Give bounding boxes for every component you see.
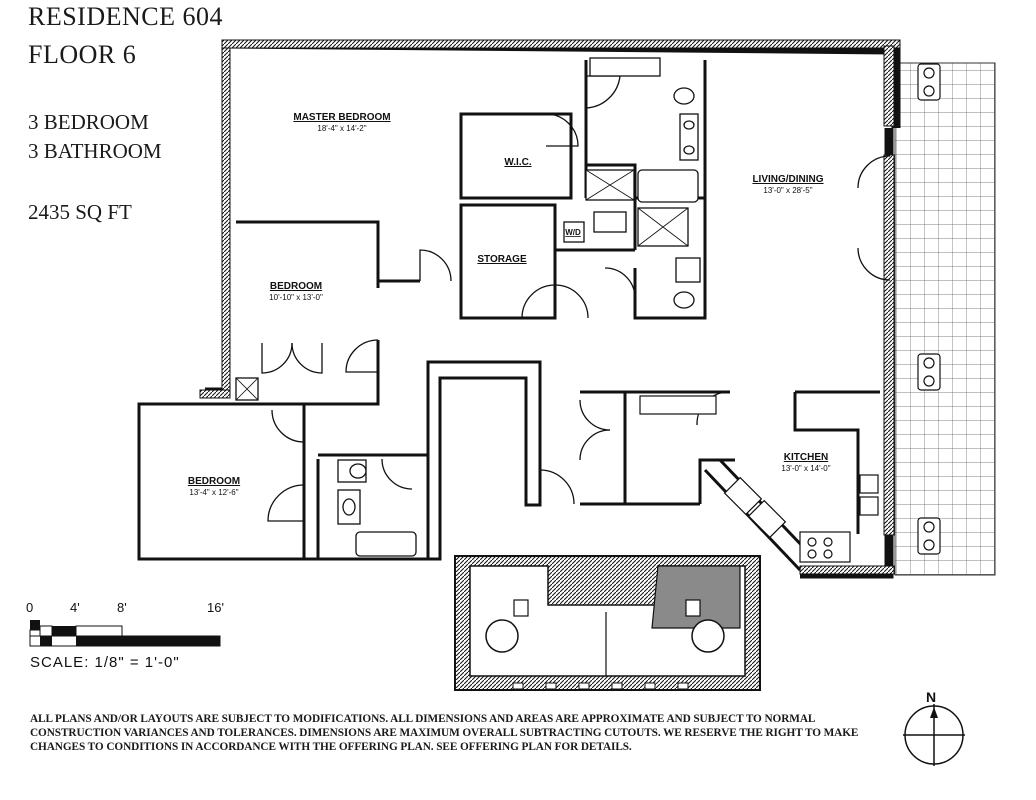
scale-tick-8: 8' — [117, 600, 127, 615]
door-swings — [261, 75, 891, 522]
bedroom-count: 3 BEDROOM — [28, 110, 149, 134]
bedroom-3-walls — [137, 402, 320, 561]
east-terrace — [894, 62, 996, 576]
wic-label: W.I.C. — [504, 157, 531, 168]
kitchen-label: KITCHEN — [784, 452, 828, 463]
north-compass — [903, 704, 965, 766]
interior-walls — [236, 60, 880, 572]
master-bedroom-dims: 18'-4" x 14'-2" — [317, 124, 366, 133]
scale-text: SCALE: 1/8" = 1'-0" — [30, 654, 180, 671]
wd-label: W/D — [565, 228, 581, 237]
bedroom-2-dims: 10'-10" x 13'-0" — [269, 293, 323, 302]
bedroom-3-label: BEDROOM — [188, 476, 240, 487]
bath-fixtures — [235, 57, 701, 557]
scale-tick-4: 4' — [70, 600, 80, 615]
bathroom-count: 3 BATHROOM — [28, 139, 162, 163]
living-dining-dims: 13'-0" x 28'-5" — [763, 186, 812, 195]
square-footage: 2435 SQ FT — [28, 200, 132, 224]
kitchen-appliances — [639, 395, 879, 563]
bedroom-2-label: BEDROOM — [270, 281, 322, 292]
scale-tick-16: 16' — [207, 600, 224, 615]
disclaimer-text: ALL PLANS AND/OR LAYOUTS ARE SUBJECT TO … — [30, 713, 859, 753]
exterior-wall-hatch — [199, 39, 901, 575]
living-dining-label: LIVING/DINING — [752, 174, 823, 185]
terrace-furniture — [917, 63, 941, 555]
scale-tick-0: 0 — [26, 600, 34, 615]
exterior-walls — [205, 39, 901, 579]
residence-title: RESIDENCE 604 — [28, 2, 223, 31]
south-balcony — [454, 555, 761, 691]
north-label: N — [926, 689, 937, 705]
bedroom-3-dims: 13'-4" x 12'-6" — [189, 488, 238, 497]
master-bedroom-label: MASTER BEDROOM — [293, 112, 390, 123]
scale-bar — [29, 620, 221, 647]
storage-label: STORAGE — [477, 254, 527, 265]
kitchen-dims: 13'-0" x 14'-0" — [781, 464, 830, 473]
floor-label: FLOOR 6 — [28, 40, 137, 69]
